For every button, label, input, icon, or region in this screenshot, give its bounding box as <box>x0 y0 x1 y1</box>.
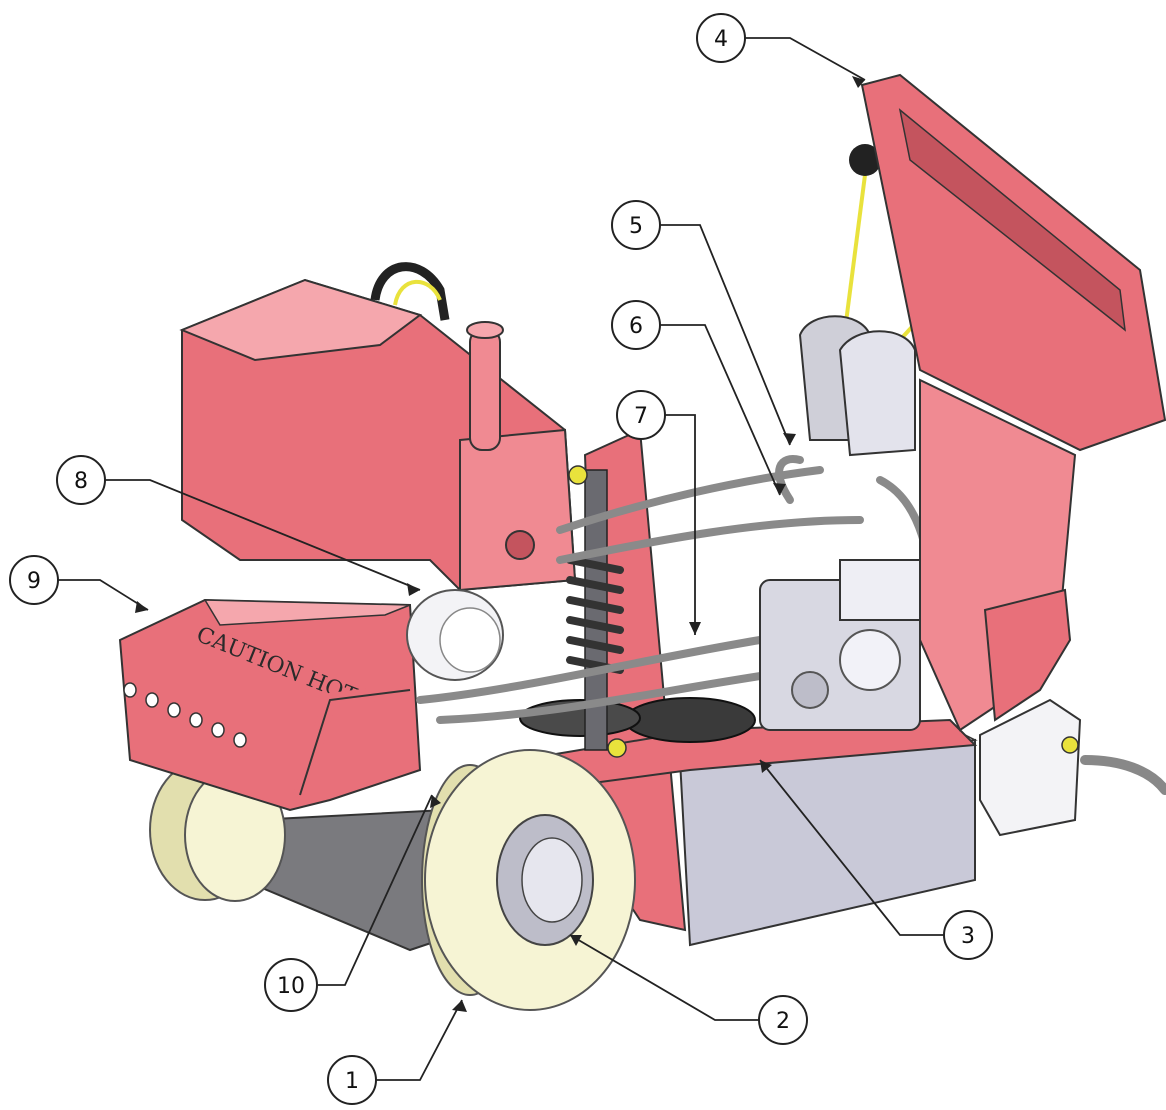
callout-7: 7 <box>616 390 666 440</box>
machine-illustration: CAUTION HOT <box>118 73 1166 1011</box>
leader-6 <box>660 324 781 496</box>
callout-2: 2 <box>758 995 808 1045</box>
front-wheel <box>421 749 636 1011</box>
callout-5: 5 <box>611 200 661 250</box>
leader-3 <box>759 759 945 936</box>
side-panel <box>118 598 422 812</box>
callout-4: 4 <box>696 13 746 63</box>
leader-4 <box>745 37 866 81</box>
operator-frame <box>860 73 1166 732</box>
svg-text:3: 3 <box>961 924 975 949</box>
svg-text:2: 2 <box>776 1009 790 1034</box>
callout-1: 1 <box>327 1055 377 1105</box>
callout-9: 9 <box>9 555 59 605</box>
svg-text:6: 6 <box>629 314 643 339</box>
engine-housing-front <box>459 428 577 592</box>
leader-9 <box>58 579 149 611</box>
leader-2 <box>569 934 760 1021</box>
leader-lines <box>58 37 945 1081</box>
leader-10 <box>318 794 433 986</box>
svg-text:9: 9 <box>27 569 41 594</box>
lower-enclosure <box>678 738 976 947</box>
svg-text:4: 4 <box>714 27 728 52</box>
svg-text:10: 10 <box>277 974 305 999</box>
hydraulic-pump <box>759 559 921 731</box>
callout-6: 6 <box>611 300 661 350</box>
svg-text:8: 8 <box>74 469 88 494</box>
leader-7 <box>665 414 696 635</box>
callout-10: 10 <box>264 958 318 1012</box>
svg-text:1: 1 <box>345 1069 359 1094</box>
rear-roller <box>149 759 286 902</box>
vent-holes <box>123 682 247 748</box>
leader-5 <box>660 224 791 446</box>
svg-text:5: 5 <box>629 214 643 239</box>
arrowheads <box>135 76 865 1012</box>
leader-1 <box>375 999 463 1081</box>
engine-housing-top <box>179 278 423 362</box>
control-levers <box>798 144 1025 457</box>
svg-text:7: 7 <box>634 404 648 429</box>
callout-3: 3 <box>943 910 993 960</box>
hoses <box>416 455 935 724</box>
coil-spring <box>566 465 627 758</box>
callouts: 1 2 3 4 5 6 7 8 <box>9 13 993 1105</box>
callout-8: 8 <box>56 455 106 505</box>
air-filter <box>406 589 504 681</box>
tow-hitch <box>979 698 1166 837</box>
leader-8 <box>105 479 421 591</box>
pulley-disc <box>624 697 756 743</box>
